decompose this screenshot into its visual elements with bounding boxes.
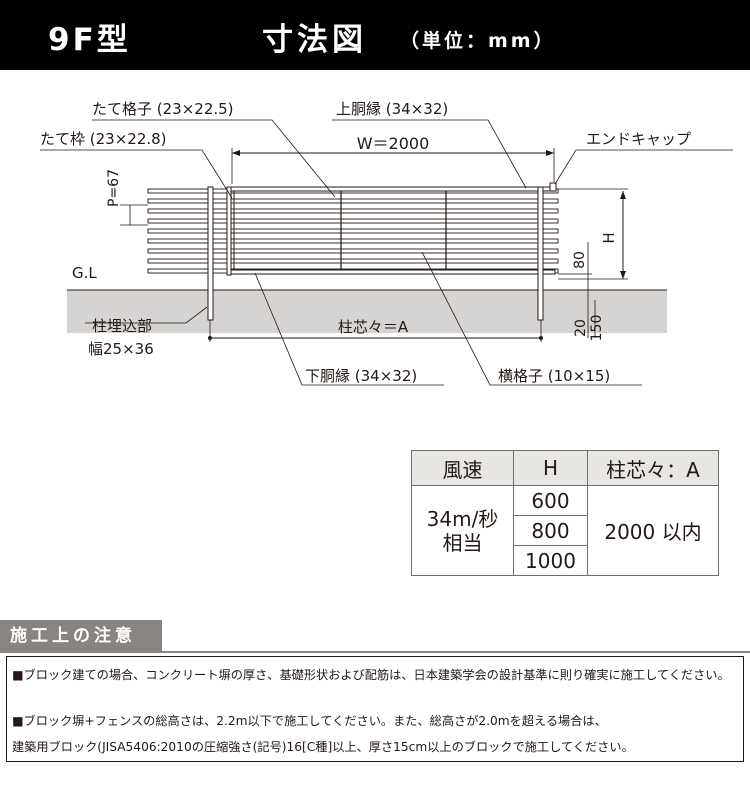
leader-line <box>254 272 444 386</box>
horizontal-slat <box>147 218 559 224</box>
lower-rail <box>229 269 556 275</box>
spec-table: 風速 H 柱芯々：A 34m/秒 相当 600 2000 以内 800 1000 <box>411 450 719 576</box>
post-center-label: 柱芯々＝A <box>338 318 409 336</box>
horizontal-slat <box>147 248 559 254</box>
horizontal-slat <box>147 208 559 214</box>
right-post <box>537 186 544 321</box>
page-title: 寸法図 <box>262 22 367 58</box>
note-line: ■ブロック建ての場合、コンクリート塀の厚さ、基礎形状および配筋は、日本建築学会の… <box>12 668 730 682</box>
horizontal-slat <box>147 258 559 264</box>
leader-line <box>92 119 336 198</box>
post-embed-label-2: 幅25×36 <box>88 340 154 358</box>
table-cell-height: 800 <box>513 515 588 546</box>
upper-rail <box>229 186 556 192</box>
leader-line <box>421 251 642 386</box>
width-label: W＝2000 <box>357 134 430 153</box>
table-header-wind: 風速 <box>411 450 514 486</box>
left-vertical-frame <box>226 186 232 276</box>
note-line: ■ブロック塀+フェンスの総高さは、2.2m以下で施工してください。また、総高さが… <box>12 714 607 728</box>
lower-rail-label: 下胴縁 (34×32) <box>305 367 417 385</box>
leader-line <box>332 119 527 189</box>
leader-line <box>40 149 233 199</box>
post-embed-label-1: 柱埋込部 <box>92 317 152 335</box>
table-header-height: H <box>513 450 588 486</box>
notes-title: 施工上の注意 <box>0 620 162 652</box>
dim-150-label: 150 <box>589 315 605 342</box>
unit-label: （単位：mm） <box>400 30 556 52</box>
horizontal-slat <box>147 198 559 204</box>
dim-80-label: 80 <box>572 251 588 269</box>
height-label: H <box>600 232 618 243</box>
model-name: 9F型 <box>48 22 131 58</box>
table-cell-post-center: 2000 以内 <box>587 485 719 576</box>
ground-level-label: G.L <box>72 264 97 282</box>
table-cell-height: 600 <box>513 485 588 516</box>
pitch-label: P=67 <box>106 169 122 207</box>
upper-rail-label: 上胴縁 (34×32) <box>336 100 448 118</box>
left-post <box>207 186 214 321</box>
dim-20-label: 20 <box>573 319 589 337</box>
end-cap-label: エンドキャップ <box>586 130 691 148</box>
arrowhead <box>546 150 554 156</box>
arrowhead <box>232 150 240 156</box>
vertical-frame-label: たて枠 (23×22.8) <box>40 130 167 148</box>
note-line: 建築用ブロック(JISA5406:2010の圧縮強さ(記号)16[C種]以上、厚… <box>12 740 634 754</box>
table-cell-wind: 34m/秒 相当 <box>411 485 514 576</box>
notes-box: ■ブロック建ての場合、コンクリート塀の厚さ、基礎形状および配筋は、日本建築学会の… <box>6 656 744 762</box>
dimension-drawing: W＝2000 柱芯々＝A H 80 20 150 P=67 G.L たて格子 (… <box>40 100 733 386</box>
end-cap <box>549 182 557 192</box>
table-cell-height: 1000 <box>513 545 588 576</box>
table-header-post-center: 柱芯々：A <box>587 450 719 486</box>
horizontal-slat <box>147 228 559 234</box>
ground-area <box>67 290 667 333</box>
notes-divider <box>0 651 750 653</box>
horizontal-slat <box>147 238 559 244</box>
leader-line <box>85 306 208 324</box>
title-bar: 9F型 寸法図 （単位：mm） <box>0 0 750 70</box>
horizontal-lattice-label: 横格子 (10×15) <box>498 367 610 385</box>
leader-line <box>554 149 733 185</box>
vertical-lattice-label: たて格子 (23×22.5) <box>92 100 234 118</box>
